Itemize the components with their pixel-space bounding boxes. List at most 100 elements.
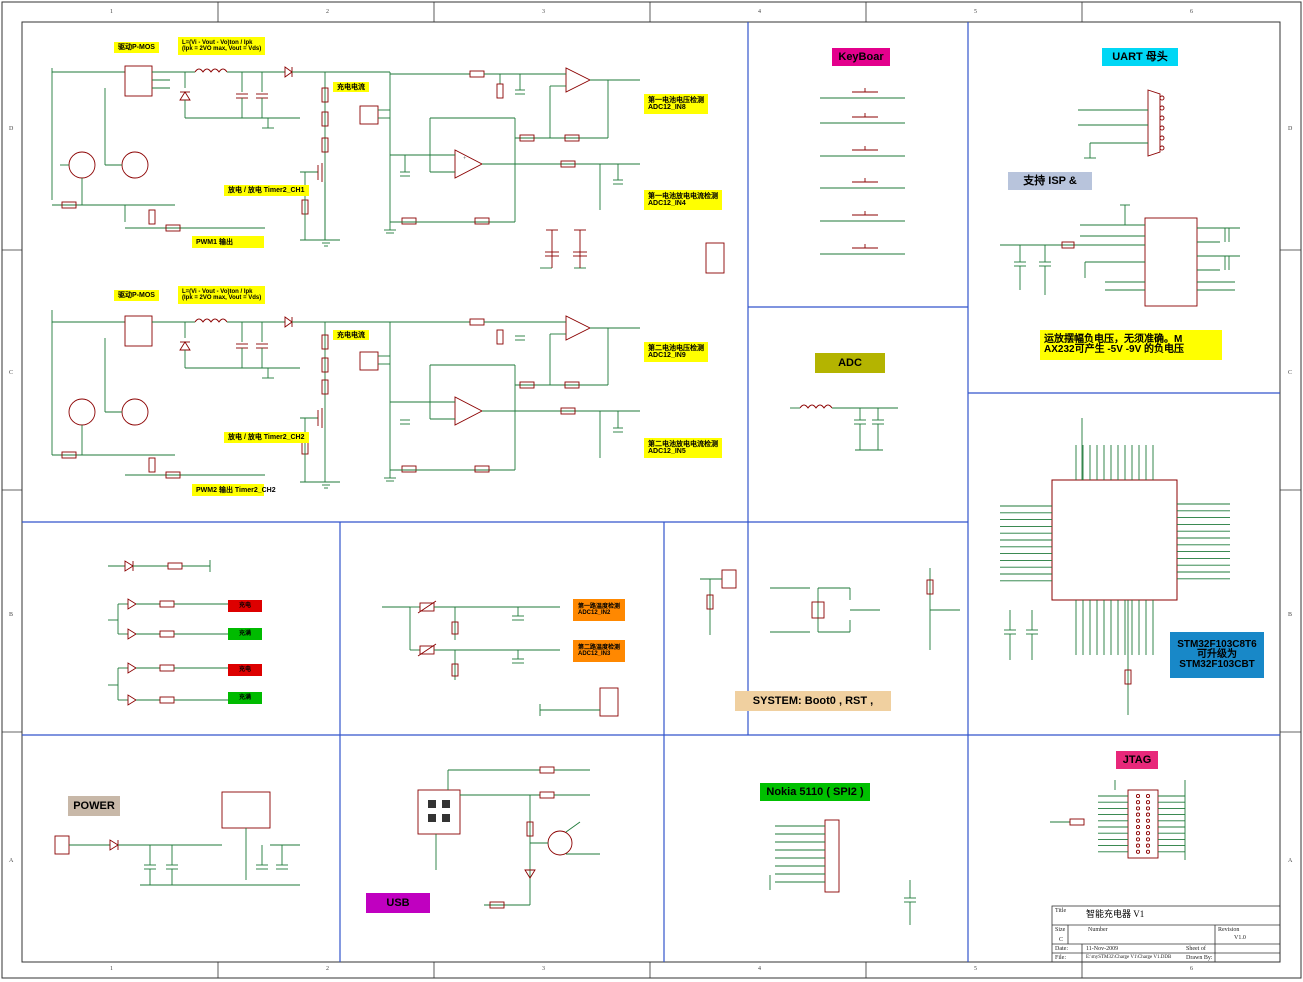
jtag-pin-hole <box>1145 831 1151 836</box>
border-column-label: 3 <box>542 966 545 972</box>
discharge-note-2: 放电 / 放电 Timer2_CH2 <box>224 432 309 443</box>
adc-schematic <box>790 404 898 451</box>
nokia-schematic <box>769 819 916 925</box>
border-row-label: A <box>9 858 14 864</box>
keyboard-schematic <box>820 88 905 255</box>
jtag-pin-hole <box>1135 831 1141 836</box>
border-column-label: 4 <box>758 9 761 15</box>
led-label-1: 充电 <box>228 600 262 612</box>
title-block-revision-label: Revision <box>1218 927 1240 933</box>
jtag-pin-hole <box>1135 793 1141 799</box>
temp-in2-note: 第一路温度检测 ADC12_IN2 <box>573 599 625 621</box>
jtag-pin-hole <box>1135 837 1141 842</box>
border-row-label: A <box>1288 858 1293 864</box>
formula-note-2: L=(Vi - Vout - Vo)ton / Ipk (Ipk = 2VO m… <box>178 286 266 304</box>
uart-schematic <box>1078 89 1165 159</box>
max232-note-label: 运放摆幅负电压，无须准确。M AX232可产生 -5V -9V 的负电压 <box>1040 330 1222 360</box>
jtag-title-label: JTAG <box>1116 751 1158 769</box>
nokia-title-label: Nokia 5110 ( SPI2 ) <box>760 783 870 801</box>
charger-channel-2 <box>51 310 640 483</box>
border-column-label: 3 <box>542 9 545 15</box>
current-note-2: 充电电流 <box>333 330 369 340</box>
border-row-label: B <box>9 612 14 618</box>
jtag-pin-hole <box>1145 818 1151 823</box>
led-label-2: 充满 <box>228 628 262 640</box>
power-title-label: POWER <box>68 796 120 816</box>
inner-border <box>21 21 1281 963</box>
jtag-pin-hole <box>1135 849 1141 854</box>
title-block-sheet-label: Sheet of <box>1186 946 1206 952</box>
stm32-upgrade-label: STM32F103C8T6 可升级为 STM32F103CBT <box>1170 632 1264 678</box>
jtag-pin-hole <box>1145 837 1151 842</box>
jtag-pin-hole <box>1135 800 1141 805</box>
border-column-label: 5 <box>974 9 977 15</box>
title-block-file-label: File: <box>1055 955 1067 961</box>
border-row-label: C <box>9 370 14 376</box>
jtag-pin-hole <box>1135 824 1141 830</box>
usb-title-label: USB <box>366 893 430 913</box>
jtag-pin-hole <box>1145 812 1151 817</box>
border-column-label: 5 <box>974 966 977 972</box>
usb-schematic <box>417 766 600 909</box>
pmos-note-2: 驱动P-MOS <box>114 290 159 301</box>
border-column-label: 4 <box>758 966 761 972</box>
isp-title-label: 支持 ISP & <box>1008 172 1092 190</box>
border-row-label: B <box>1288 612 1293 618</box>
ground-symbols <box>320 229 586 489</box>
adc-in4-note: 第一电池放电电流检测 ADC12_IN4 <box>644 190 722 210</box>
title-block-size-label: Size <box>1055 927 1066 933</box>
pwm-note-1: PWM1 输出 <box>192 236 264 248</box>
border-column-label: 2 <box>326 966 329 972</box>
keyboard-title-label: KeyBoar <box>832 48 890 66</box>
led-label-3: 充电 <box>228 664 262 676</box>
jtag-pin-hole <box>1145 793 1151 799</box>
title-block-frame <box>1051 905 1281 963</box>
max232-schematic <box>1000 204 1240 307</box>
formula-note-1: L=(Vi - Vout - Vo)ton / Ipk (Ipk = 2VO m… <box>178 37 266 55</box>
border-column-label: 6 <box>1190 966 1193 972</box>
uart-title-label: UART 母头 <box>1102 48 1178 66</box>
stm32-schematic <box>1000 418 1230 715</box>
power-schematic <box>54 791 300 886</box>
adc-in5-note: 第二电池放电电流检测 ADC12_IN5 <box>644 438 722 458</box>
border-column-label: 6 <box>1190 9 1193 15</box>
adc-title-label: ADC <box>815 353 885 373</box>
title-block-drawn-label: Drawn By: <box>1186 955 1213 961</box>
title-block-title-label: Title <box>1055 908 1067 914</box>
power-ports <box>545 229 725 274</box>
led-label-4: 充满 <box>228 692 262 704</box>
title-block-title: 智能充电器 V1 <box>1086 909 1145 919</box>
jtag-pin-hole <box>1145 849 1151 854</box>
border-column-label: 1 <box>110 966 113 972</box>
title-block-number-label: Number <box>1088 927 1108 933</box>
charger-channel-1: + <box>51 65 640 241</box>
jtag-pin-hole <box>1145 806 1151 811</box>
border-row-label: C <box>1288 370 1293 376</box>
border-row-label: D <box>9 126 14 132</box>
system-title-label: SYSTEM: Boot0 , RST , <box>735 691 891 711</box>
title-block-file: E:\mySTM32\Charge V1\Charge V1.DDB <box>1086 955 1172 960</box>
section-dividers <box>22 22 1280 962</box>
jtag-pin-hole <box>1145 800 1151 805</box>
title-block-size: C <box>1059 937 1064 943</box>
adc-in8-note: 第一电池电压检测 ADC12_IN8 <box>644 94 708 114</box>
current-note-1: 充电电流 <box>333 82 369 92</box>
discharge-note-1: 放电 / 放电 Timer2_CH1 <box>224 185 309 196</box>
jtag-pin-hole <box>1135 812 1141 817</box>
border-column-label: 1 <box>110 9 113 15</box>
temp-in3-note: 第二路温度检测 ADC12_IN3 <box>573 640 625 662</box>
adc-in9-note: 第二电池电压检测 ADC12_IN9 <box>644 342 708 362</box>
pmos-note-1: 驱动P-MOS <box>114 42 159 53</box>
temperature-schematic <box>382 600 619 717</box>
system-schematic <box>700 568 960 650</box>
jtag-pin-hole <box>1135 818 1141 823</box>
jtag-pin-hole <box>1135 806 1141 811</box>
title-block-date-label: Date: <box>1055 946 1068 952</box>
svg-text:+: + <box>463 156 467 162</box>
border-row-label: D <box>1288 126 1293 132</box>
jtag-pin-hole <box>1135 843 1141 848</box>
title-block-date: 11-Nov-2009 <box>1086 946 1119 952</box>
jtag-schematic <box>1050 780 1186 860</box>
